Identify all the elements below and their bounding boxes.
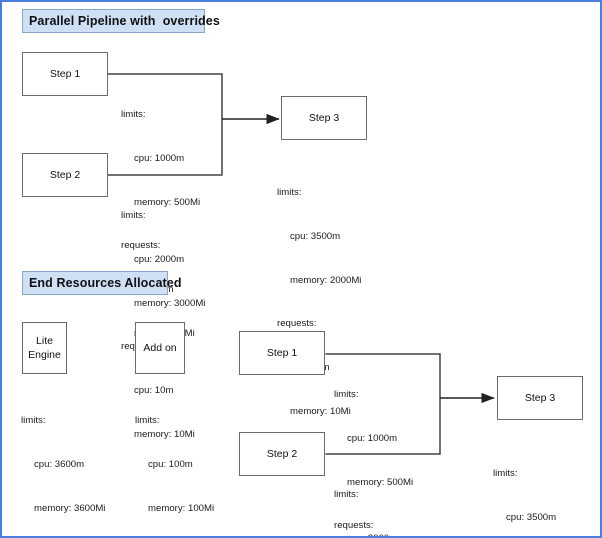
limits-cpu: cpu: 100m (148, 458, 193, 470)
node-top-step-2[interactable]: Step 2 (22, 153, 108, 197)
limits-memory: memory: 500Mi (134, 196, 201, 208)
limits-label: limits: (121, 109, 146, 121)
node-bottom-step-1[interactable]: Step 1 (239, 331, 325, 375)
node-label: Step 3 (308, 111, 340, 124)
section-header-parallel-pipeline: Parallel Pipeline with overrides (22, 9, 220, 33)
resources-bottom-lite-engine: limits: cpu: 3600m memory: 3600Mi reques… (21, 385, 106, 536)
limits-cpu: cpu: 2000m (134, 253, 185, 265)
limits-memory: memory: 3000Mi (134, 297, 206, 309)
limits-label: limits: (334, 389, 359, 401)
requests-label: requests: (334, 520, 374, 532)
limits-label: limits: (277, 187, 302, 199)
limits-cpu: cpu: 3500m (290, 230, 341, 242)
requests-cpu: cpu: 10m (134, 385, 174, 397)
resources-bottom-step-2: limits: cpu: 2000m memory: 3000Mi reques… (334, 459, 418, 536)
limits-cpu: cpu: 2000m (334, 532, 418, 536)
limits-cpu: cpu: 1000m (134, 152, 185, 164)
requests-label: requests: (121, 240, 161, 252)
requests-memory: memory: 10Mi (134, 428, 195, 440)
resources-bottom-step-1: limits: cpu: 1000m memory: 500Mi request… (334, 359, 414, 536)
limits-memory: memory: 100Mi (148, 502, 215, 514)
limits-label: limits: (21, 415, 46, 427)
limits-label: limits: (334, 489, 359, 501)
node-bottom-step-2[interactable]: Step 2 (239, 432, 325, 476)
limits-label: limits: (121, 210, 146, 222)
node-label: Step 3 (524, 391, 556, 404)
node-label: Step 2 (266, 447, 298, 460)
limits-memory: memory: 2000Mi (290, 274, 362, 286)
node-bottom-add-on[interactable]: Add on (135, 322, 185, 374)
node-top-step-1[interactable]: Step 1 (22, 52, 108, 96)
node-label: Step 1 (49, 67, 81, 80)
limits-cpu: cpu: 1000m (347, 432, 398, 444)
section-header-end-resources-allocated: End Resources Allocated (22, 271, 181, 295)
node-label: Step 1 (266, 346, 298, 359)
node-bottom-lite-engine[interactable]: Lite Engine (22, 322, 67, 374)
node-label: Step 2 (49, 168, 81, 181)
limits-memory: memory: 3600Mi (34, 502, 106, 514)
limits-cpu: cpu: 3500m (506, 511, 557, 523)
node-top-step-3[interactable]: Step 3 (281, 96, 367, 140)
requests-label: requests: (277, 318, 317, 330)
limits-label: limits: (493, 468, 518, 480)
requests-memory: memory: 10Mi (290, 405, 351, 417)
resources-bottom-add-on: limits: cpu: 100m memory: 100Mi requests… (135, 385, 215, 536)
node-bottom-step-3[interactable]: Step 3 (497, 376, 583, 420)
node-label-line-1: Lite (36, 334, 53, 347)
limits-cpu: cpu: 3600m (34, 458, 85, 470)
limits-memory: memory: 500Mi (347, 476, 414, 488)
node-label-line-2: Engine (28, 349, 61, 361)
resources-bottom-step-3: limits: cpu: 3500m memory: 2000Mi reques… (493, 438, 577, 536)
limits-label: limits: (135, 415, 160, 427)
node-label: Add on (143, 341, 177, 354)
